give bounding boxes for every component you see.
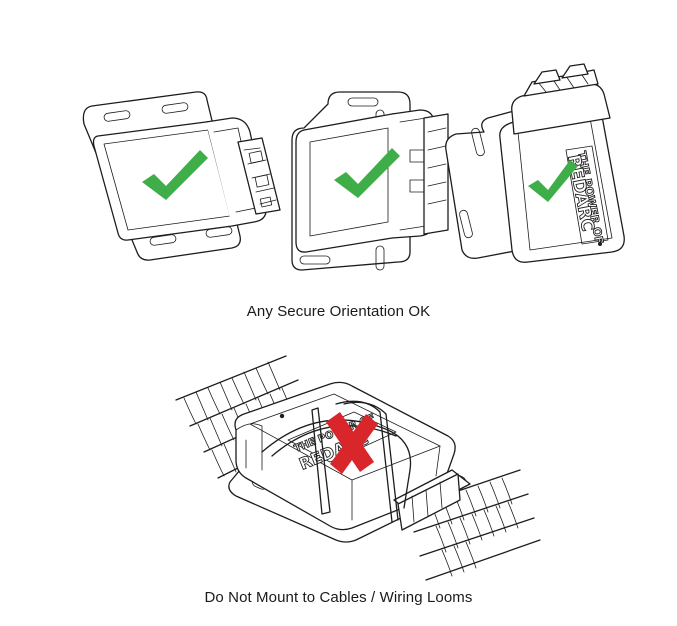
checkmark-icon — [142, 150, 208, 200]
device-tilted-top: THE POWER OF REDARC — [445, 63, 625, 263]
device-flat-right — [82, 91, 281, 261]
cross-icon — [326, 412, 378, 474]
caption-do-not-mount: Do Not Mount to Cables / Wiring Looms — [204, 589, 473, 606]
checkmark-icon — [334, 148, 400, 198]
checkmark-icon — [528, 160, 578, 202]
caption-orientation-ok: Any Secure Orientation OK — [246, 303, 431, 320]
